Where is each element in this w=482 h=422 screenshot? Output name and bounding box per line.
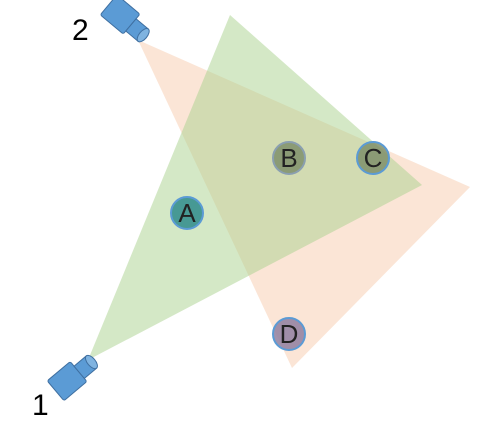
- point-b-marker: [272, 141, 306, 175]
- point-d-marker: [272, 317, 306, 351]
- fov-camera-1: [88, 15, 422, 360]
- point-b-label: B: [280, 143, 297, 173]
- point-c: C: [356, 141, 390, 175]
- camera-icon: [47, 354, 98, 401]
- point-a-marker: [170, 196, 204, 230]
- camera-2-label: 2: [72, 14, 89, 47]
- camera-1-label: 1: [32, 389, 49, 422]
- point-c-label: C: [364, 143, 383, 173]
- point-a: A: [170, 196, 204, 230]
- point-d: D: [272, 317, 306, 351]
- point-b: B: [272, 141, 306, 175]
- point-c-marker: [356, 141, 390, 175]
- point-a-label: A: [178, 198, 196, 228]
- camera-2: 2: [72, 0, 150, 47]
- camera-icon: [100, 0, 150, 43]
- camera-1: 1: [32, 354, 98, 422]
- point-d-label: D: [280, 319, 299, 349]
